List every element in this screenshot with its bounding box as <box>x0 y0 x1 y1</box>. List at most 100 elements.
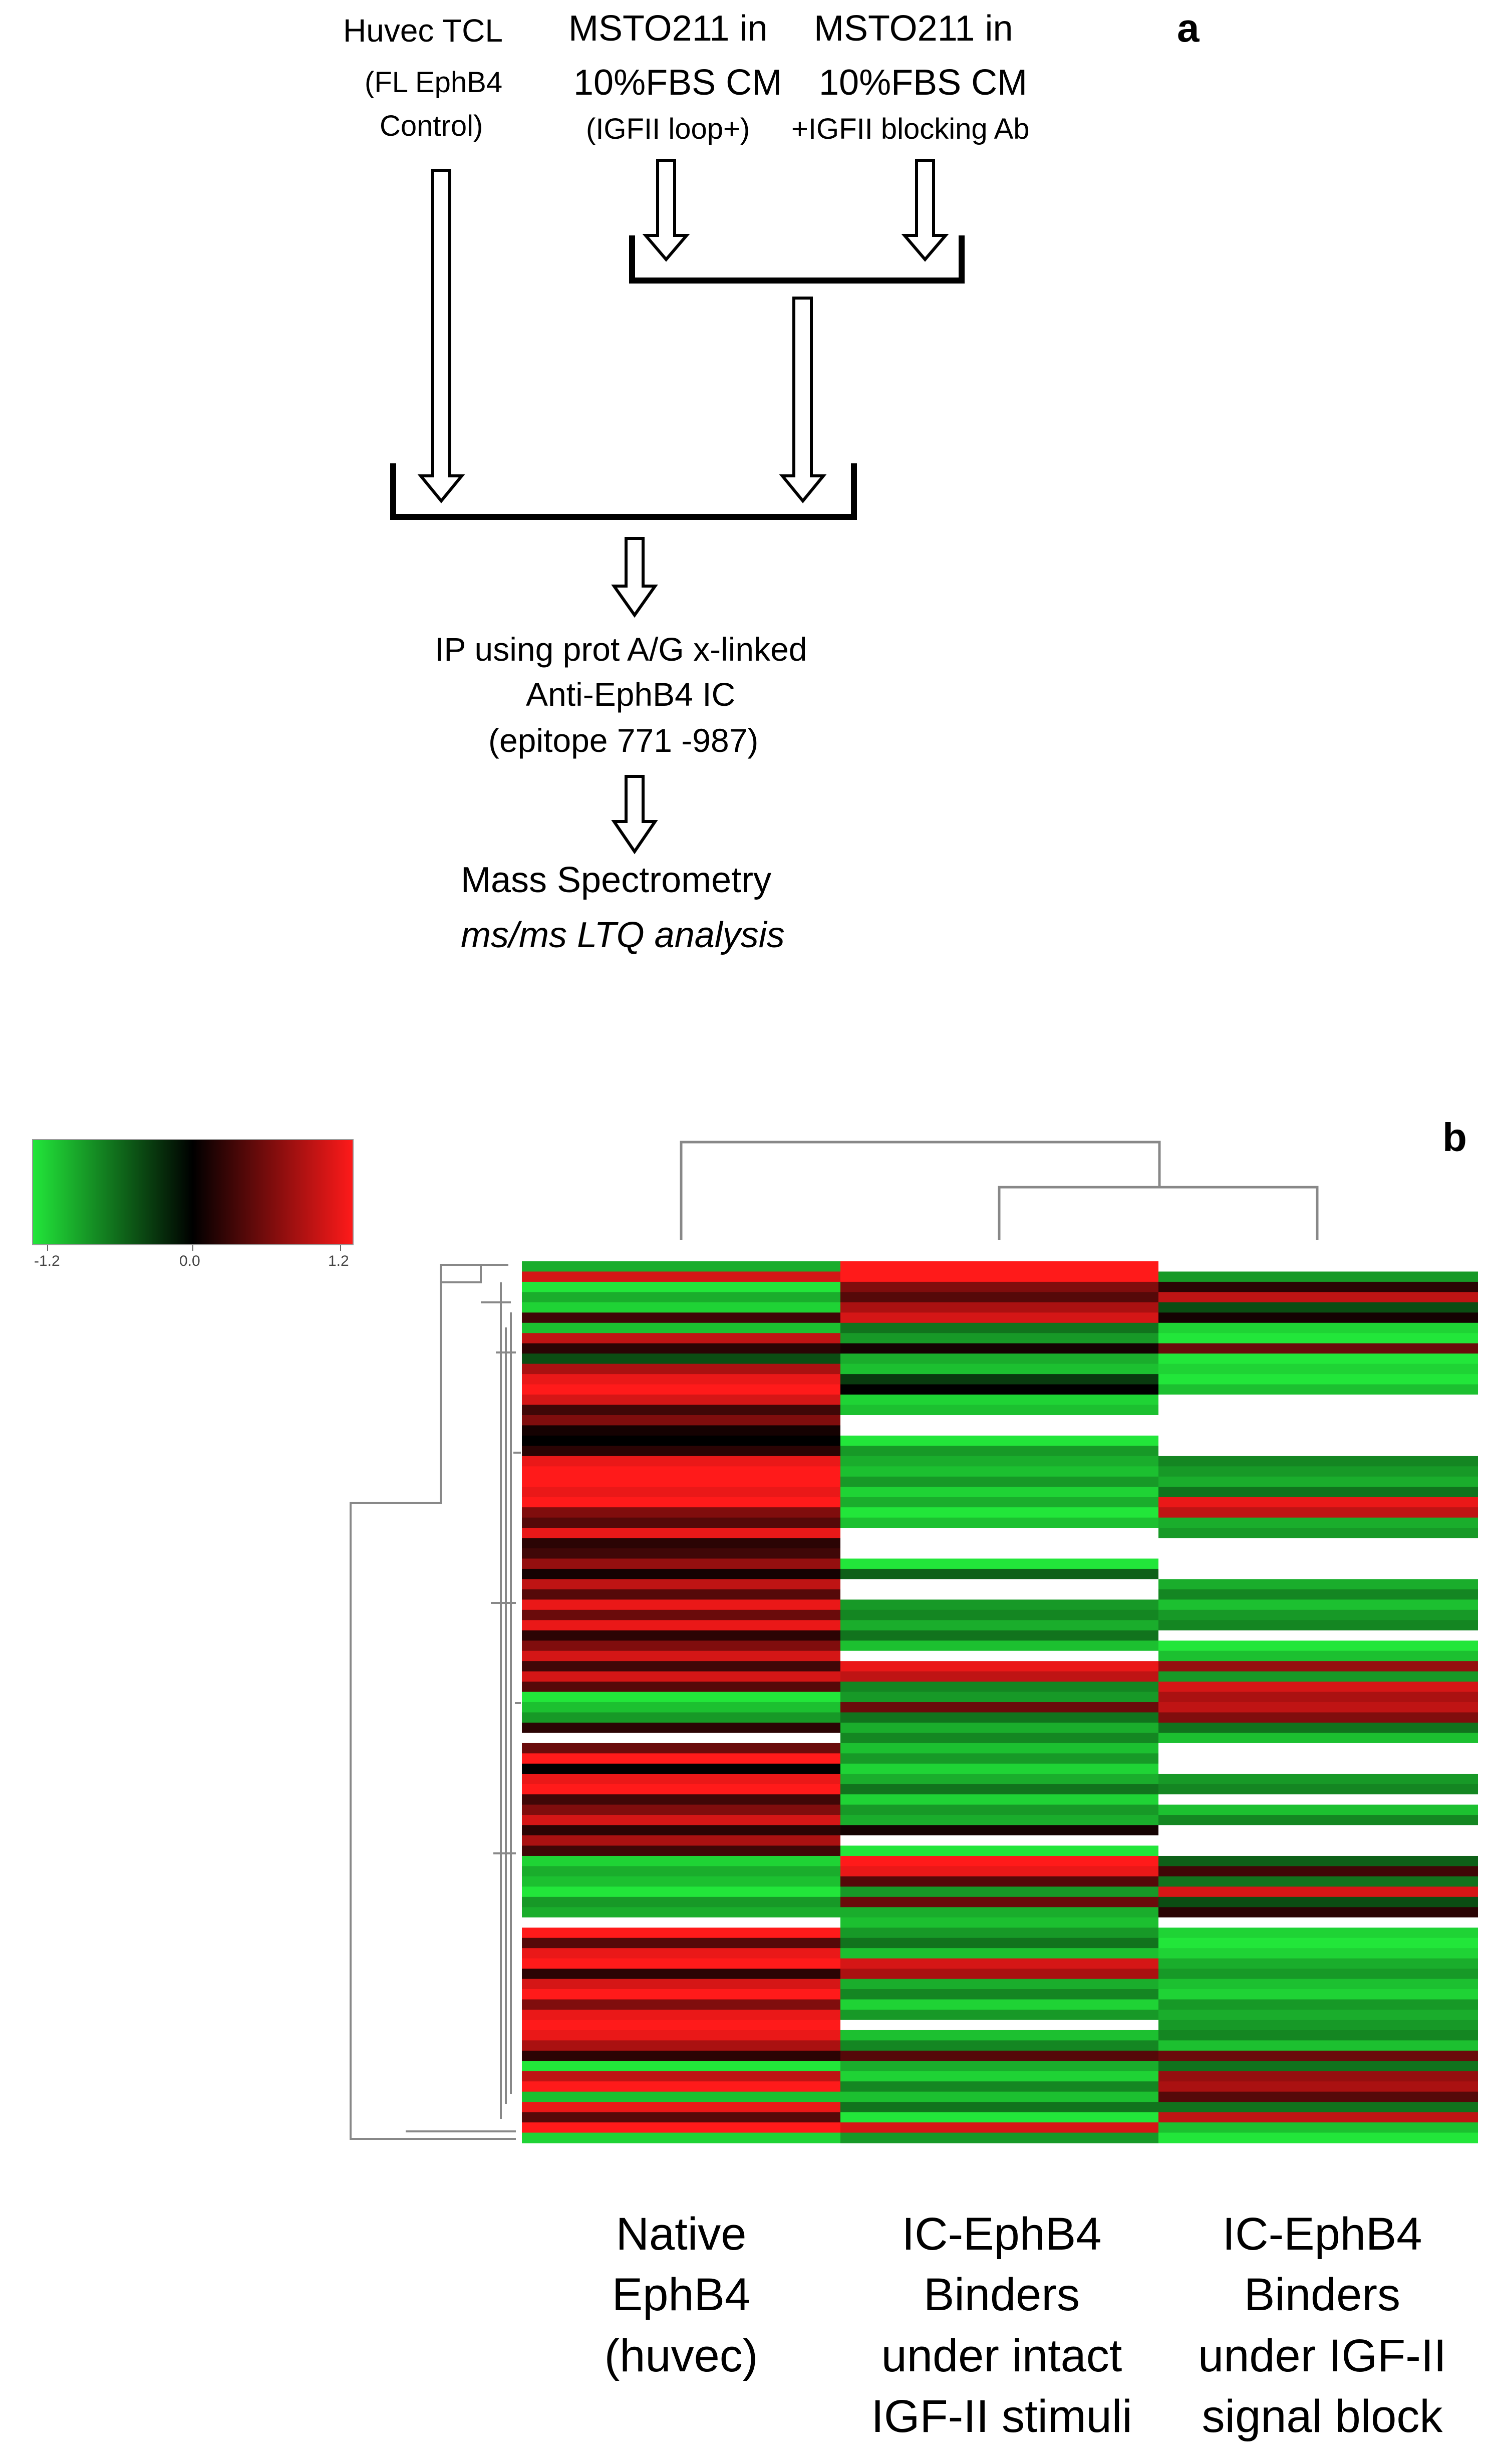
heatmap-cell <box>840 1435 1158 1446</box>
heatmap-cell <box>522 1774 840 1785</box>
heatmap-cell <box>522 2009 840 2021</box>
heatmap-cell <box>1158 1415 1478 1426</box>
heatmap-cell <box>1158 1661 1478 1672</box>
heatmap-cell <box>522 1497 840 1508</box>
heatmap-cell <box>1158 1969 1478 1980</box>
heatmap-cell <box>840 1733 1158 1744</box>
heatmap-cell <box>840 1322 1158 1333</box>
heatmap-cell <box>1158 1692 1478 1703</box>
heatmap-cell <box>1158 1702 1478 1713</box>
heatmap-cell <box>840 1682 1158 1693</box>
heatmap-cell <box>1158 1374 1478 1385</box>
heatmap-cell <box>840 1466 1158 1477</box>
heatmap-cell <box>1158 1517 1478 1528</box>
heatmap-cell <box>1158 1487 1478 1498</box>
heatmap-cell <box>840 1599 1158 1610</box>
heatmap-cell <box>522 1630 840 1641</box>
heatmap-cell <box>840 1979 1158 1990</box>
heatmap-cell <box>522 1466 840 1477</box>
scale-mid-label: 0.0 <box>179 1253 200 1269</box>
heatmap-cell <box>1158 2122 1478 2133</box>
heatmap-cell <box>840 2061 1158 2072</box>
heatmap-cell <box>522 1476 840 1487</box>
heatmap-cell <box>1158 1979 1478 1990</box>
source-msto-loop-title: MSTO211 in <box>568 9 768 49</box>
heatmap-cell <box>522 1333 840 1344</box>
heatmap-cell <box>522 1589 840 1600</box>
heatmap-cell <box>522 1948 840 1959</box>
heatmap-cell <box>840 1281 1158 1292</box>
heatmap-cell <box>522 1969 840 1980</box>
scale-min-label: -1.2 <box>34 1253 60 1269</box>
heatmap-cell <box>1158 1405 1478 1416</box>
heatmap-cell <box>522 1558 840 1569</box>
heatmap-cell <box>840 1528 1158 1539</box>
heatmap-cell <box>522 1743 840 1754</box>
heatmap-cell <box>1158 1896 1478 1907</box>
heatmap-cell <box>840 1866 1158 1877</box>
heatmap-cell <box>522 2040 840 2051</box>
col1-line2: EphB4 <box>612 2269 751 2321</box>
heatmap-cell <box>1158 1876 1478 1887</box>
heatmap-cell <box>840 2030 1158 2041</box>
heatmap-cell <box>1158 1528 1478 1539</box>
heatmap-cell <box>1158 1928 1478 1939</box>
heatmap-cell <box>1158 1784 1478 1795</box>
heatmap-cell <box>840 1661 1158 1672</box>
heatmap-cell <box>1158 1548 1478 1559</box>
heatmap-cell <box>522 1999 840 2010</box>
heatmap-cell <box>840 1589 1158 1600</box>
heatmap-cell <box>1158 1825 1478 1836</box>
arrow-msto-block <box>901 159 949 262</box>
heatmap-cell <box>522 1456 840 1467</box>
heatmap-cell <box>1158 1271 1478 1282</box>
heatmap-cell <box>1158 1640 1478 1652</box>
scale-ticks <box>47 1245 341 1251</box>
heatmap-cell <box>1158 2071 1478 2082</box>
heatmap-cell <box>1158 1886 1478 1897</box>
heatmap-cell <box>840 1753 1158 1764</box>
heatmap-cell <box>1158 1999 1478 2010</box>
heatmap-cell <box>1158 1281 1478 1292</box>
heatmap-cell <box>840 1302 1158 1313</box>
heatmap-cell <box>522 2050 840 2061</box>
heatmap-cell <box>522 1538 840 1549</box>
panel-a-letter: a <box>1177 6 1200 50</box>
heatmap-cell <box>840 1333 1158 1344</box>
col3-line2: Binders <box>1244 2269 1400 2321</box>
arrow-to-ms <box>611 775 658 855</box>
heatmap-cell <box>522 1261 840 1272</box>
heatmap-cell <box>1158 2009 1478 2021</box>
heatmap-cell <box>1158 1395 1478 1406</box>
column-label-intact: IC-EphB4 Binders under intact IGF-II sti… <box>851 2204 1152 2447</box>
heatmap-cell <box>522 1702 840 1713</box>
heatmap-cell <box>840 1271 1158 1282</box>
ms-step-subtitle: ms/ms LTQ analysis <box>461 915 785 955</box>
column-label-native: Native EphB4 (huvec) <box>596 2204 766 2386</box>
heatmap-cell <box>522 2061 840 2072</box>
heatmap-cell <box>522 1312 840 1323</box>
heatmap-cell <box>522 1322 840 1333</box>
heatmap-cell <box>840 2112 1158 2123</box>
heatmap-cell <box>1158 1763 1478 1774</box>
heatmap-cell <box>840 1835 1158 1846</box>
heatmap-cell <box>1158 1599 1478 1610</box>
heatmap-cell <box>840 2132 1158 2143</box>
ms-step-title: Mass Spectrometry <box>461 860 772 900</box>
arrow-to-ip <box>611 537 658 618</box>
heatmap-cell <box>840 2091 1158 2102</box>
heatmap-cell <box>522 1620 840 1631</box>
heatmap-cell <box>840 1804 1158 1815</box>
panel-b-letter: b <box>1442 1115 1467 1160</box>
heatmap-cell <box>840 1907 1158 1918</box>
heatmap-cell <box>840 1928 1158 1939</box>
col3-line4: signal block <box>1202 2391 1443 2442</box>
row-dendrogram <box>350 1264 521 2140</box>
bracket-msto <box>629 235 965 284</box>
heatmap-cell <box>840 1630 1158 1641</box>
heatmap-cell <box>522 2081 840 2092</box>
heatmap-cell <box>840 1774 1158 1785</box>
heatmap-cell <box>1158 1917 1478 1928</box>
heatmap-cell <box>840 1712 1158 1723</box>
heatmap-cell <box>522 2030 840 2041</box>
